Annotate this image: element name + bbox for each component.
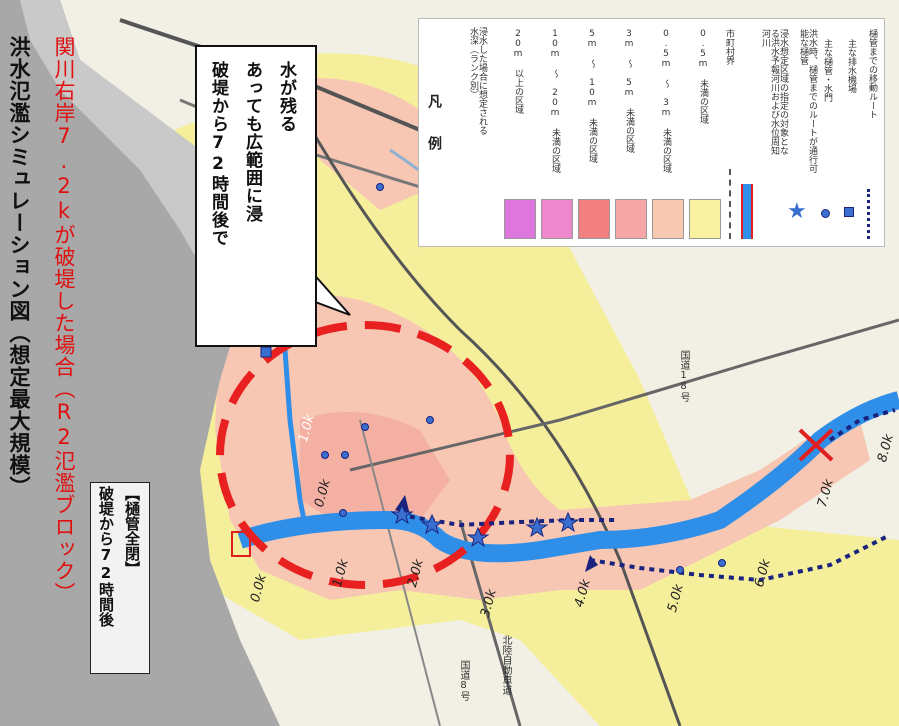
breach-mark — [798, 428, 834, 462]
callout-line: あっても広範囲に浸 — [242, 61, 262, 223]
status-time: 破堤から72時間後 — [97, 486, 115, 627]
route-arrow — [585, 555, 598, 572]
legend-label: 20m 以上の区域 — [513, 29, 523, 114]
legend-label: 樋管までの移動ルート — [867, 29, 877, 119]
legend-label: 0.5m 未満の区域 — [698, 29, 708, 124]
status-box — [90, 482, 150, 674]
legend-swatch — [615, 199, 647, 239]
tributary — [282, 349, 308, 526]
legend-label: 洪水時、樋管までのルートが通行可能な樋管 — [798, 29, 817, 173]
legend-label: 3m ～ 5m 未満の区域 — [624, 29, 634, 153]
callout-line: 水が残る — [276, 61, 296, 133]
gate-stars — [390, 503, 580, 548]
road-18 — [298, 109, 682, 726]
legend-panel: 凡 例 浸水した場合に想定される水深（ランク別） 20m 以上の区域 10m ～… — [418, 18, 885, 247]
route-east — [828, 408, 896, 442]
route-lower — [589, 533, 891, 583]
page-subtitle: 関川右岸7.2kが破堤した場合（R2氾濫ブロック） — [52, 36, 76, 604]
legend-swatch — [504, 199, 536, 239]
highlight-circle — [216, 321, 514, 589]
road-18-label: 国道18号 — [678, 350, 689, 402]
highway-label: 北陸自動車道 — [500, 635, 511, 695]
star-icon: ★ — [787, 199, 807, 224]
callout-line: 破堤から72時間後で — [208, 61, 228, 247]
legend-label: 主な樋管・水門 — [822, 39, 832, 102]
inundation-area-north — [290, 78, 450, 210]
route-arrow-icon — [867, 189, 870, 239]
legend-title: 凡 例 — [426, 94, 442, 156]
legend-label: 0.5m ～ 3m 未満の区域 — [661, 29, 671, 173]
river-line-icon — [741, 184, 753, 239]
river-mouth-marker — [231, 531, 251, 557]
sluice-dots — [321, 183, 726, 574]
sluice-dot-icon — [821, 209, 830, 218]
boundary-line-icon — [729, 169, 732, 239]
legend-swatch — [652, 199, 684, 239]
minor-road — [359, 419, 441, 726]
coastline — [20, 0, 250, 300]
deeper-area — [300, 412, 450, 530]
legend-label: 主な排水機場 — [846, 39, 856, 93]
pump-square-icon — [844, 207, 854, 217]
legend-swatch — [689, 199, 721, 239]
pump-station — [260, 346, 272, 358]
legend-label: 市町村界 — [724, 29, 734, 65]
callout-box: 破堤から72時間後で あっても広範囲に浸 水が残る — [195, 45, 317, 347]
page-title: 洪水氾濫シミュレーション図（想定最大規模） — [7, 36, 31, 498]
legend-label: 5m ～ 10m 未満の区域 — [587, 29, 597, 163]
road-east — [349, 318, 899, 472]
status-condition: 【樋管全閉】 — [123, 486, 141, 576]
legend-depth-header: 浸水した場合に想定される水深（ランク別） — [468, 27, 487, 135]
legend-label: 10m ～ 20m 未満の区域 — [550, 29, 560, 173]
road-8-label: 国道8号 — [458, 660, 469, 701]
legend-swatch — [541, 199, 573, 239]
legend-swatch — [578, 199, 610, 239]
legend-label: 浸水想定区域の指定の対象となる洪水予報河川および水位周知河川 — [760, 29, 788, 155]
